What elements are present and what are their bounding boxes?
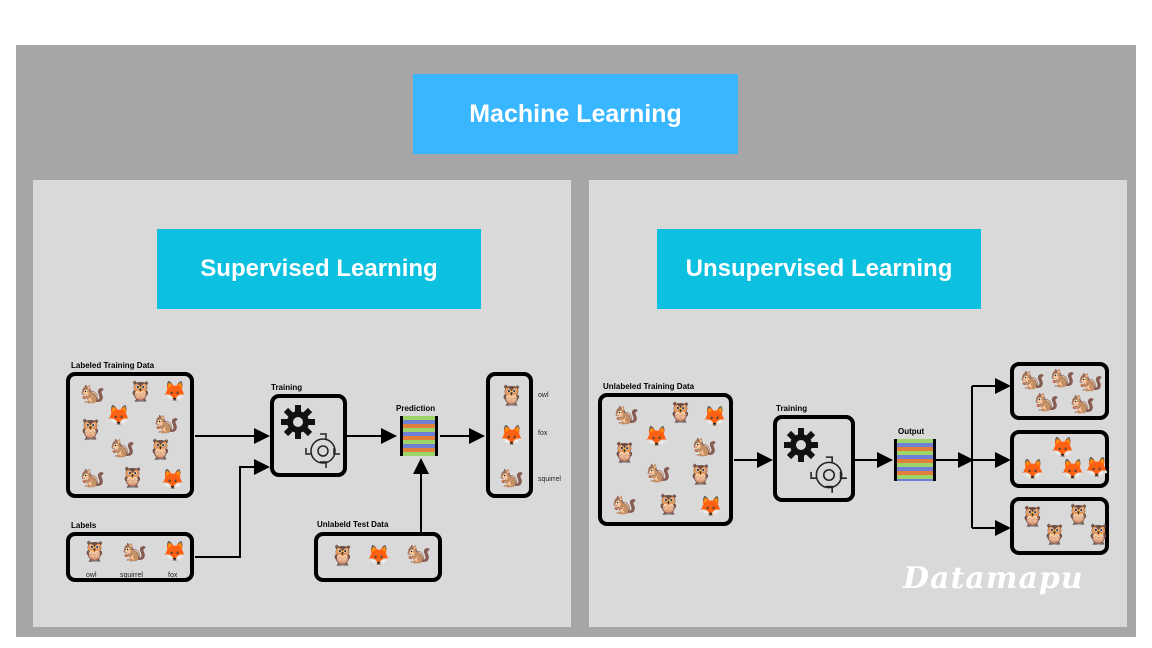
owl-icon: 🦉 [1042,524,1067,546]
squirrel-icon: 🐿️ [646,462,671,484]
fox-icon: 🦊 [499,425,524,447]
cluster-foxes-box: 🦊 🦊 🦊 🦊 [1010,430,1109,488]
prediction-results-box: 🦉 🦊 🐿️ [486,372,533,498]
unlabeled-test-data-box: 🦉 🦊 🐿️ [314,532,442,582]
training-label: Training [271,383,303,392]
result-label-owl: owl [538,392,549,399]
squirrel-icon: 🐿️ [110,437,135,459]
squirrel-icon: 🐿️ [614,404,639,426]
squirrel-icon: 🐿️ [122,541,147,563]
owl-icon: 🦉 [656,494,681,516]
fox-icon: 🦊 [1050,437,1075,459]
fox-icon: 🦊 [162,541,187,563]
output-label: Output [898,427,925,436]
squirrel-icon: 🐿️ [1050,367,1075,389]
squirrel-icon: 🐿️ [692,436,717,458]
squirrel-icon: 🐿️ [406,543,431,565]
result-label-squirrel: squirrel [538,476,561,483]
label-owl: owl [86,572,97,579]
owl-icon: 🦉 [668,402,693,424]
fox-icon: 🦊 [698,496,723,518]
labels-label: Labels [71,521,97,530]
prediction-model-icon [400,416,438,456]
owl-icon: 🦉 [688,464,713,486]
squirrel-icon: 🐿️ [1034,391,1059,413]
owl-icon: 🦉 [82,541,107,563]
cluster-squirrels-box: 🐿️ 🐿️ 🐿️ 🐿️ 🐿️ [1010,362,1109,420]
prediction-label: Prediction [396,404,436,413]
fox-icon: 🦊 [644,426,669,448]
squirrel-icon: 🐿️ [80,383,105,405]
fox-icon: 🦊 [1060,459,1085,481]
gear-icon [784,428,818,462]
labeled-training-data-label: Labeled Training Data [71,361,155,370]
gear-outline-icon [810,456,847,493]
squirrel-icon: 🐿️ [154,413,179,435]
fox-icon: 🦊 [1084,457,1109,479]
owl-icon: 🦉 [1020,506,1045,528]
unsupervised-training-box [773,415,855,502]
owl-icon: 🦉 [612,442,637,464]
label-fox: fox [168,572,178,579]
output-model-icon [894,439,936,481]
unlabeled-training-data-label: Unlabeled Training Data [603,382,695,391]
fox-icon: 🦊 [162,381,187,403]
owl-icon: 🦉 [78,419,103,441]
result-label-fox: fox [538,430,548,437]
owl-icon: 🦉 [148,439,173,461]
squirrel-icon: 🐿️ [1070,393,1095,415]
owl-icon: 🦉 [499,385,524,407]
gear-icon [281,405,315,439]
fox-icon: 🦊 [160,469,185,491]
training-box [270,394,347,477]
owl-icon: 🦉 [1086,524,1111,546]
fox-icon: 🦊 [1020,459,1045,481]
fox-icon: 🦊 [366,545,391,567]
gear-outline-icon [305,433,340,468]
owl-icon: 🦉 [330,545,355,567]
datamapu-watermark: Datamapu [903,561,1084,596]
squirrel-icon: 🐿️ [612,494,637,516]
labels-box: 🦉 🐿️ 🦊 owl squirrel fox [66,532,194,582]
squirrel-icon: 🐿️ [1078,371,1103,393]
squirrel-icon: 🐿️ [80,467,105,489]
unlabeled-training-data-box: 🐿️ 🦉 🦊 🦉 🦊 🐿️ 🐿️ 🦉 🐿️ 🦉 🦊 [598,393,733,526]
squirrel-icon: 🐿️ [499,467,524,489]
unsupervised-training-label: Training [776,404,808,413]
fox-icon: 🦊 [702,406,727,428]
fox-icon: 🦊 [106,405,131,427]
unsupervised-learning-title: Unsupervised Learning [657,229,981,309]
machine-learning-title: Machine Learning [413,74,738,154]
squirrel-icon: 🐿️ [1020,369,1045,391]
supervised-learning-title: Supervised Learning [157,229,481,309]
unlabeled-test-data-label: Unlabeld Test Data [317,520,389,529]
cluster-owls-box: 🦉 🦉 🦉 🦉 [1010,497,1111,555]
owl-icon: 🦉 [128,381,153,403]
owl-icon: 🦉 [120,467,145,489]
label-squirrel: squirrel [120,572,143,579]
owl-icon: 🦉 [1066,504,1091,526]
labeled-training-data-box: 🐿️ 🦉 🦊 🦉 🦊 🐿️ 🐿️ 🦉 🐿️ 🦉 🦊 [66,372,194,498]
